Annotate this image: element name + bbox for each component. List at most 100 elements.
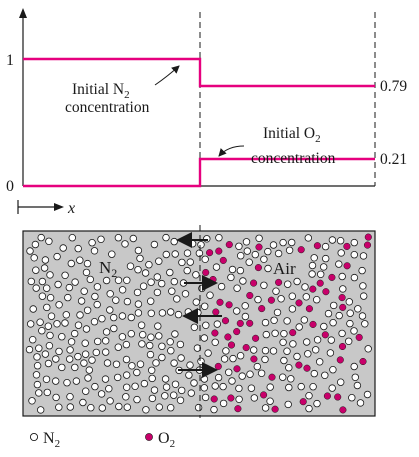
n2-molecule <box>195 249 204 257</box>
n2-molecule <box>266 383 274 391</box>
n2-molecule <box>201 393 210 402</box>
n2-molecule <box>106 397 114 405</box>
n2-molecule <box>43 388 51 397</box>
n2-molecule <box>176 396 185 404</box>
n2-molecule <box>177 386 186 395</box>
n2-molecule <box>98 315 106 323</box>
n2-molecule <box>254 295 262 304</box>
n2-molecule <box>346 309 354 317</box>
n2-molecule <box>328 384 336 392</box>
n2-molecule <box>305 404 313 413</box>
n2-molecule <box>76 256 84 264</box>
n2-molecule <box>55 403 63 411</box>
n2-molecule <box>115 402 123 411</box>
n2-molecule <box>112 296 120 304</box>
o2-molecule <box>234 405 242 413</box>
n2-molecule <box>310 369 318 378</box>
n2-molecule <box>171 250 179 258</box>
n2-molecule <box>224 368 233 376</box>
n2-molecule <box>74 352 82 361</box>
n2-molecule <box>90 318 99 326</box>
n2-molecule <box>122 355 131 364</box>
n2-molecule <box>54 280 62 289</box>
n2-molecule <box>137 321 146 329</box>
n2-molecule <box>61 271 69 279</box>
n2-molecule <box>271 329 279 337</box>
n2-molecule <box>162 383 171 391</box>
n2-molecule <box>346 319 354 328</box>
n2-molecule <box>200 384 208 392</box>
n2-molecule <box>213 320 221 328</box>
n2-molecule <box>239 277 247 285</box>
n2-molecule <box>261 346 270 355</box>
o2-molecule <box>305 305 313 313</box>
o2-label-line2: concentration <box>251 150 336 167</box>
n2-molecule <box>85 366 93 374</box>
o2-molecule <box>338 294 346 302</box>
o2-molecule <box>355 333 363 341</box>
n2-molecule <box>279 373 287 381</box>
o2-molecule <box>271 405 279 413</box>
n2-molecule <box>321 371 329 379</box>
n2-molecule <box>313 399 321 408</box>
n2-molecule <box>176 340 185 349</box>
n2-molecule <box>157 279 166 288</box>
n2-molecule <box>219 399 228 408</box>
n2-molecule <box>280 330 288 338</box>
o2-molecule <box>258 305 266 313</box>
n2-molecule <box>142 406 150 414</box>
n2-molecule <box>293 277 301 286</box>
n2-molecule <box>305 392 313 400</box>
n2-molecule <box>238 372 246 380</box>
n2-molecule <box>118 333 127 341</box>
n2-molecule <box>200 375 209 383</box>
n2-molecule <box>358 266 366 275</box>
n2-molecule <box>233 284 241 292</box>
n2-molecule <box>146 297 155 305</box>
n2-molecule <box>155 403 163 411</box>
n2-molecule <box>220 355 229 363</box>
n2-molecule <box>83 259 92 268</box>
o2-molecule <box>225 241 233 249</box>
n2-molecule <box>161 392 169 400</box>
n2-molecule <box>360 292 368 300</box>
value-021: 0.21 <box>380 151 407 168</box>
n2-molecule <box>81 339 89 347</box>
n2-molecule <box>313 336 322 344</box>
n2-molecule <box>37 233 45 242</box>
n2-molecule <box>139 282 148 290</box>
n2-molecule <box>358 312 367 320</box>
n2-molecule <box>183 266 191 275</box>
n2-molecule <box>309 383 317 391</box>
o2-molecule <box>212 308 220 316</box>
n2-molecule <box>169 391 178 399</box>
n2-molecule <box>285 383 293 392</box>
n2-molecule <box>71 363 79 372</box>
gas-box: N2 Air <box>22 225 376 418</box>
o2-molecule <box>321 331 329 339</box>
legend-n2-icon <box>29 432 39 442</box>
n2-molecule <box>261 404 270 412</box>
n2-molecule <box>91 382 99 391</box>
n2-molecule <box>177 354 185 362</box>
n2-molecule <box>206 291 214 299</box>
n2-molecule <box>152 359 160 367</box>
n2-molecule <box>284 400 292 409</box>
n2-molecule <box>35 344 43 352</box>
n2-molecule <box>25 345 34 354</box>
n2-molecule <box>316 358 324 366</box>
n2-molecule <box>197 357 205 365</box>
n2-molecule <box>279 338 287 346</box>
o2-molecule <box>236 319 244 327</box>
n2-molecule <box>170 277 178 286</box>
n2-molecule <box>42 375 51 383</box>
n2-molecule <box>236 251 245 260</box>
legend-o2-icon <box>145 433 153 441</box>
n2-molecule <box>324 309 333 318</box>
n2-molecule <box>217 282 226 291</box>
n2-molecule <box>348 394 356 402</box>
n2-molecule <box>128 362 136 370</box>
n2-molecule <box>161 375 170 383</box>
n2-molecule <box>67 259 75 268</box>
n2-molecule <box>359 282 367 290</box>
